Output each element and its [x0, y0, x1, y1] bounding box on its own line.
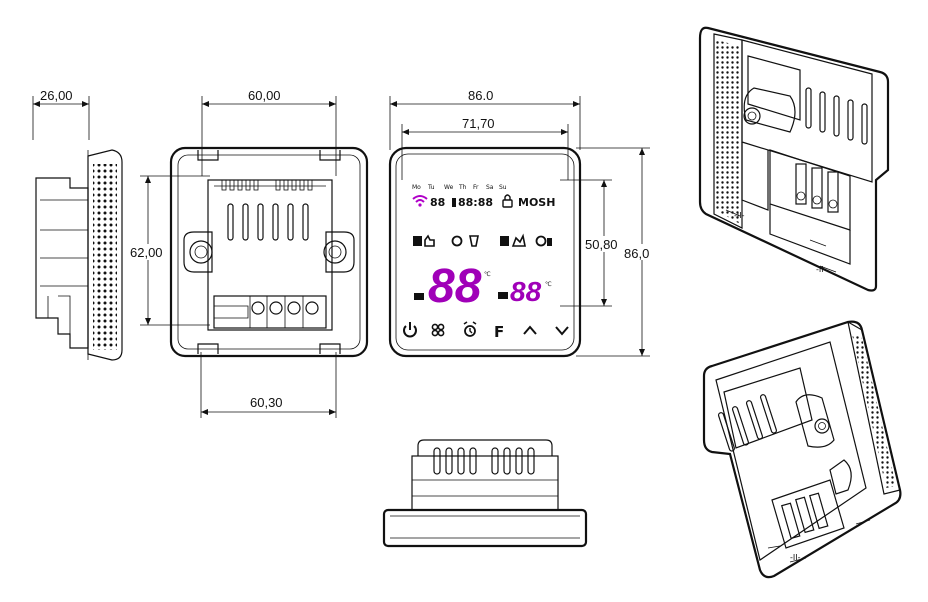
power-icon[interactable] — [403, 322, 417, 338]
mode-text: MOSH — [518, 196, 555, 209]
isometric-view-top: -II- -II- — [698, 26, 890, 292]
heat-icon — [413, 236, 422, 246]
rear-view: 60,00 62,00 60,30 — [128, 88, 369, 418]
screen-height-label: 50,80 — [585, 237, 618, 252]
svg-text:-II-: -II- — [816, 265, 827, 274]
front-view: 86.0 71,70 50,80 86,0 Mo Tu We Th — [388, 88, 662, 358]
screen-width-label: 71,70 — [462, 116, 495, 131]
chevron-down-icon[interactable] — [555, 326, 569, 336]
temp-label-left — [414, 293, 424, 300]
floor-icon — [500, 236, 509, 246]
day-row: Mo Tu We Th Fr Sa Su — [412, 184, 507, 191]
program-icon — [452, 198, 456, 207]
side-view: 26,00 — [32, 88, 123, 361]
away-icon — [469, 235, 479, 247]
window-icon — [511, 233, 526, 247]
chevron-up-icon[interactable] — [523, 325, 537, 335]
svg-text:-II-: -II- — [790, 553, 801, 562]
bottom-view — [382, 439, 588, 548]
mode-icon[interactable] — [431, 323, 445, 337]
touch-buttons: F — [403, 321, 569, 341]
hand-icon — [424, 234, 435, 247]
clock-icon[interactable] — [463, 321, 477, 337]
lock-icon — [502, 194, 513, 208]
room-temp-unit: ℃ — [545, 281, 552, 288]
rear-top-width-label: 60,00 — [248, 88, 281, 103]
day-tu: Tu — [427, 184, 435, 191]
rear-height-label: 62,00 — [130, 245, 163, 260]
eco-bars-icon — [547, 238, 552, 246]
clock-digits: 88:88 — [458, 196, 493, 209]
rear-bottom-width-label: 60,30 — [250, 395, 283, 410]
small-digits: 88 — [430, 196, 445, 209]
timer-icon — [451, 235, 463, 247]
set-temp-unit: ℃ — [484, 271, 491, 278]
day-mo: Mo — [412, 184, 421, 191]
lcd-display: Mo Tu We Th Fr Sa Su 88 88:88 MOSH — [412, 184, 555, 313]
eco-icon — [535, 235, 547, 247]
side-depth-label: 26,00 — [40, 88, 73, 103]
temp-label-right — [498, 292, 508, 299]
day-su: Su — [499, 184, 507, 191]
isometric-view-bottom: -II- — [702, 320, 902, 579]
set-temperature: 88 — [428, 260, 482, 313]
front-height-label: 86,0 — [624, 246, 649, 261]
day-we: We — [444, 184, 454, 191]
room-temperature: 88 — [510, 276, 542, 307]
day-th: Th — [458, 184, 467, 191]
lcd-icon-row — [413, 233, 552, 247]
svg-text:-II-: -II- — [734, 211, 745, 220]
front-width-label: 86.0 — [468, 88, 493, 103]
day-fr: Fr — [473, 184, 479, 191]
wifi-icon — [412, 195, 428, 207]
day-sa: Sa — [486, 184, 494, 191]
fan-button[interactable]: F — [494, 323, 504, 341]
